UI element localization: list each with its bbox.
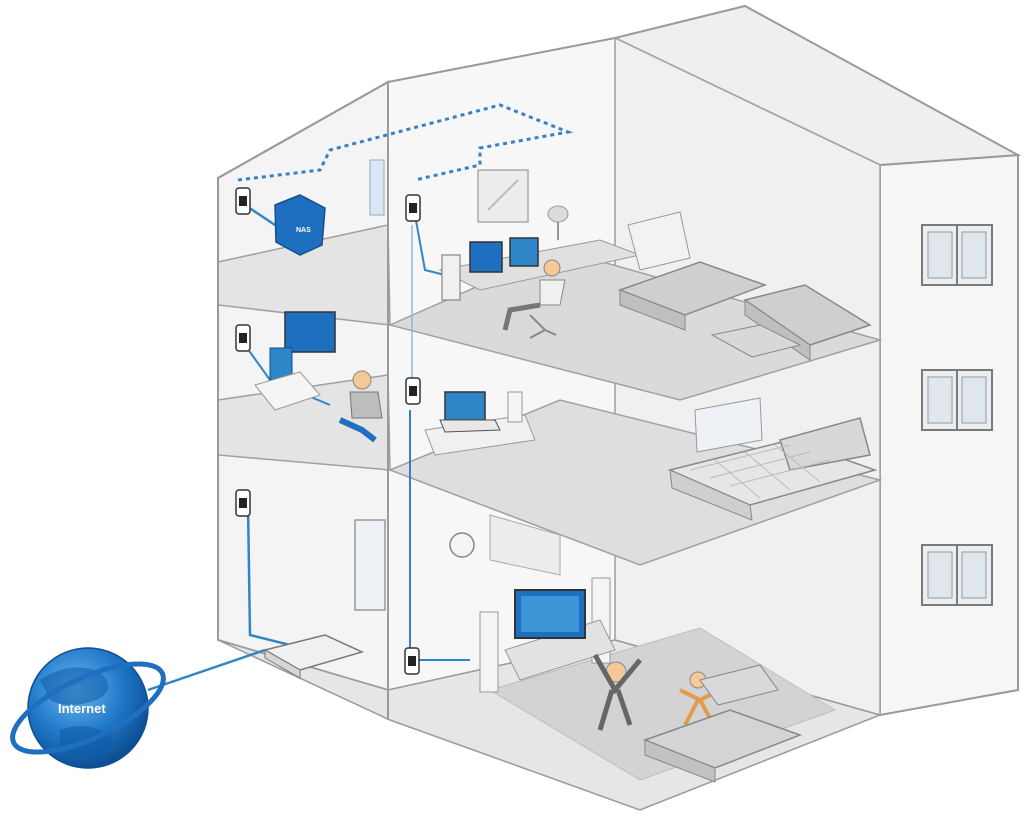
window-icon	[921, 369, 993, 431]
speaker-icon	[479, 611, 499, 693]
windows	[921, 224, 993, 606]
office	[438, 169, 872, 361]
office-cable	[414, 214, 446, 276]
rug	[488, 627, 837, 781]
powerline-adapter-icon	[404, 647, 420, 675]
sofa-icon	[642, 664, 803, 783]
powerline-adapter-icon	[235, 324, 251, 352]
bed-icon	[667, 417, 878, 521]
bedroom	[424, 391, 878, 521]
nas-label: NAS	[296, 227, 311, 234]
powerline-dotted	[237, 103, 574, 182]
tv-icon	[284, 311, 336, 353]
window-icon	[921, 224, 993, 286]
laptop-icon	[439, 391, 501, 433]
nas-icon	[274, 194, 326, 256]
desktop-pc-icon	[469, 237, 539, 273]
powerline-adapter-icon	[405, 377, 421, 405]
powerline-adapter-icon	[235, 187, 251, 215]
person-icon	[502, 259, 566, 331]
internet-globe: Internet	[10, 647, 166, 769]
sofa-icon	[617, 261, 768, 331]
powerline-adapters	[235, 187, 421, 675]
window-icon	[921, 544, 993, 606]
gaming-room	[254, 311, 383, 443]
globe-label: Internet	[58, 701, 106, 716]
ground-living-room	[263, 514, 803, 783]
powerline-adapter-icon	[235, 489, 251, 517]
powerline-adapter-icon	[405, 194, 421, 222]
tv-icon	[514, 589, 586, 639]
globe-icon	[10, 647, 166, 769]
person-icon	[592, 653, 642, 731]
person-icon	[338, 370, 383, 443]
internet-cable	[147, 648, 266, 692]
router-icon	[263, 634, 365, 679]
nas-device: NAS	[274, 159, 385, 256]
